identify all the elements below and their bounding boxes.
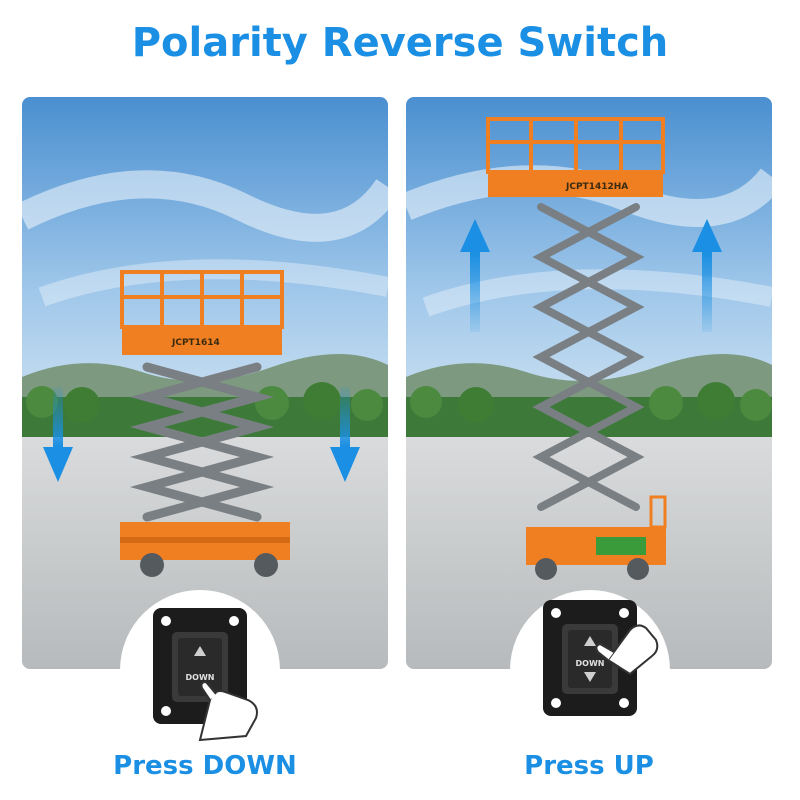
arrow-icon — [330, 387, 360, 482]
scissor-lift-raised-photo: JCPT1412HA — [406, 97, 772, 669]
rocker-switch-up-illustration: DOWN — [510, 590, 670, 750]
arrow-icon — [460, 219, 490, 332]
press-down-caption: Press DOWN — [113, 751, 297, 781]
arrow-icon — [692, 219, 722, 332]
switch-label: DOWN — [576, 659, 605, 668]
rocker-switch-down-illustration: DOWN — [120, 590, 280, 750]
hand-pointer-icon — [595, 624, 659, 676]
press-up-caption: Press UP — [524, 751, 654, 781]
platform-label: JCPT1412HA — [565, 182, 628, 192]
hand-pointer-icon — [198, 680, 258, 742]
arrow-icon — [43, 387, 73, 482]
platform-label: JCPT1614 — [171, 338, 220, 348]
scissor-lift: JCPT1412HA — [486, 117, 667, 580]
switch-label: DOWN — [186, 673, 215, 682]
scissor-lift: JCPT1614 — [120, 270, 290, 577]
scissor-lift-lowered-photo: JCPT1614 — [22, 97, 388, 669]
page-title: Polarity Reverse Switch — [131, 20, 669, 66]
